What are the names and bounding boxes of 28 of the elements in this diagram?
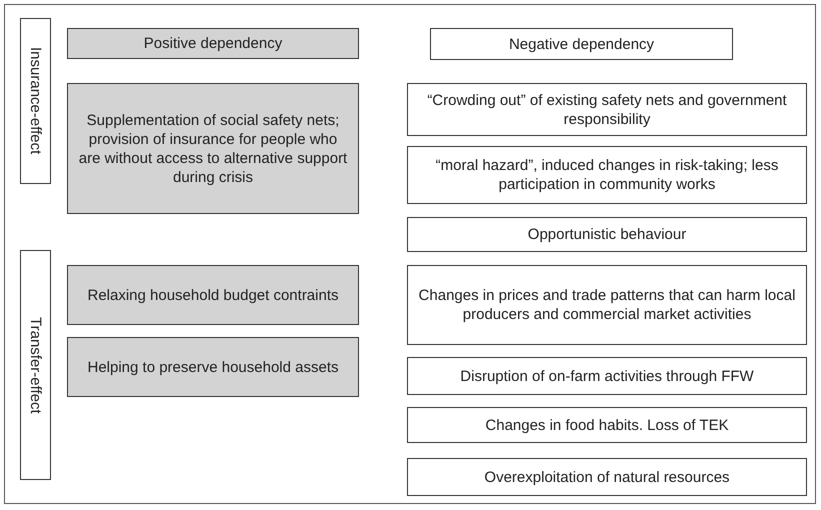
shaded-box (67, 83, 359, 214)
text-box (430, 28, 733, 60)
shaded-box (67, 265, 359, 325)
box-text: “moral hazard”, induced changes in risk-taking; less participation in community works (434, 156, 780, 194)
box-text: Disruption of on-farm activities through FFW (460, 366, 754, 386)
box-text: Overexploitation of natural resources (484, 468, 730, 486)
shaded-box (67, 337, 359, 397)
text-box (407, 265, 807, 345)
box-text: Changes in food habits. Loss of TEK (485, 416, 729, 434)
text-box (407, 357, 807, 395)
shaded-box (67, 28, 359, 59)
text-box (407, 407, 807, 443)
box-text: Negative dependency (508, 34, 654, 54)
box-text: Changes in prices and trade patterns that can harm local producers and commercial market activities (418, 286, 796, 324)
box-text: Opportunistic behaviour (528, 225, 686, 244)
row-header-box (20, 18, 51, 184)
box-text: “Crowding out” of existing safety nets and government responsibility (426, 90, 788, 128)
row-header-box (20, 250, 51, 480)
row-header: Transfer-effect (26, 316, 45, 414)
text-box (407, 146, 807, 204)
text-box (407, 83, 807, 136)
box-text: Helping to preserve household assets (88, 358, 338, 376)
box-text: Relaxing household budget contraints (87, 286, 338, 304)
box-text: Supplementation of social safety nets; provision of insurance for people who are without access to alternative support during crisis (78, 110, 348, 186)
text-box (407, 458, 807, 496)
row-header: Insurance-effect (26, 47, 45, 155)
text-box (407, 217, 807, 252)
box-text: Positive dependency (144, 34, 282, 53)
